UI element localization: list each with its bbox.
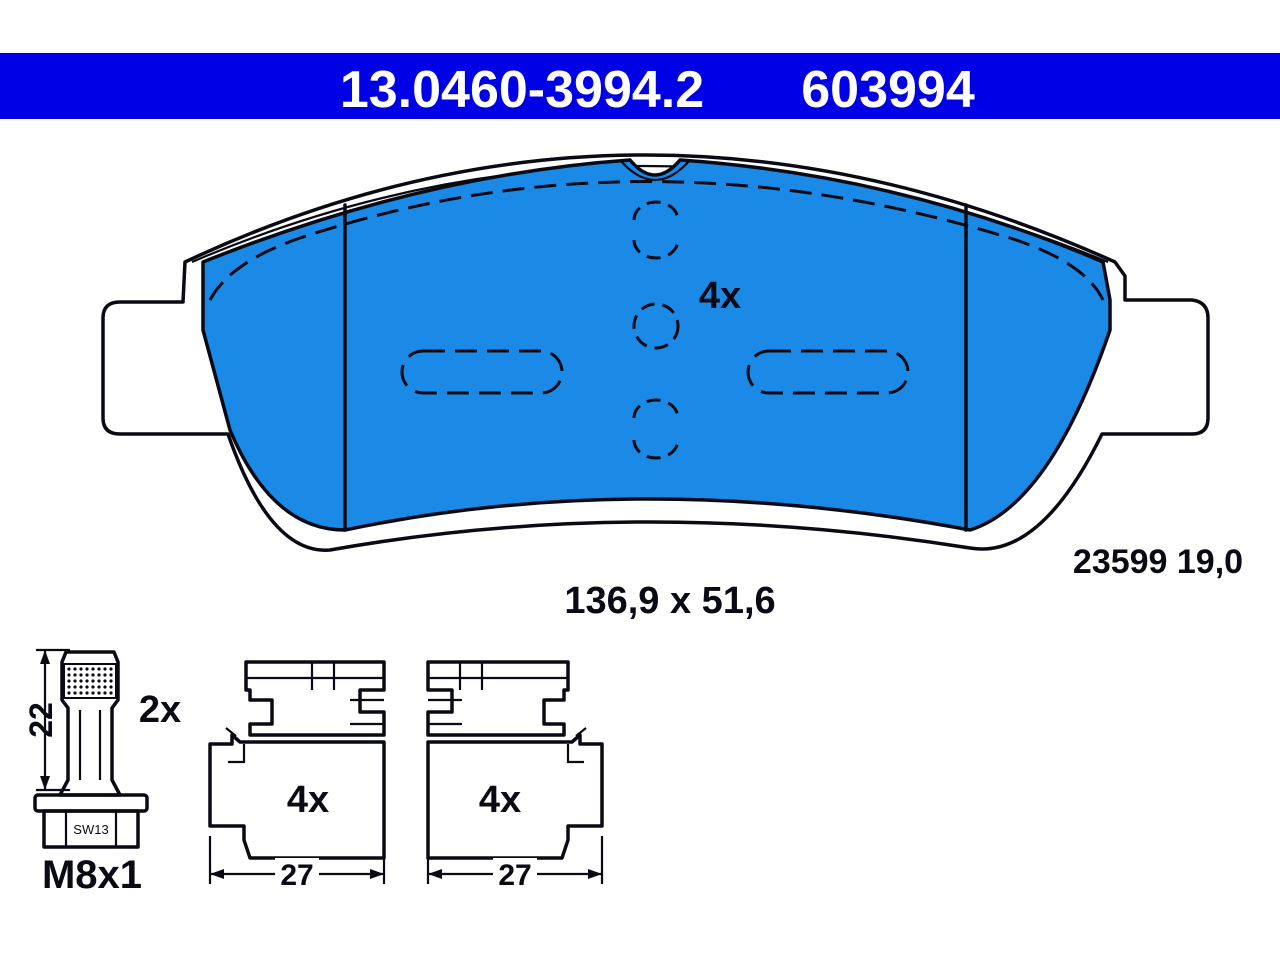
clip-right: 27 4x xyxy=(426,660,604,892)
bolt-wrench-size-label: SW13 xyxy=(73,822,108,837)
bolt: 22 SW13 2x M8x1 xyxy=(23,648,181,897)
backing-plate xyxy=(101,153,1210,552)
clip-right-quantity-label: 4x xyxy=(479,779,521,821)
bolt-quantity-label: 2x xyxy=(139,689,181,731)
friction-lining xyxy=(201,158,1112,532)
pad-quantity-label: 4x xyxy=(699,275,741,317)
clip-left: 27 4x xyxy=(208,660,386,892)
clip-right-width-label: 27 xyxy=(498,859,531,892)
bolt-thread-label: M8x1 xyxy=(42,853,142,897)
clip-left-quantity-label: 4x xyxy=(287,779,329,821)
pad-reference-label: 23599 19,0 xyxy=(1073,543,1243,581)
article-number: 603994 xyxy=(801,61,975,119)
bolt-length-label: 22 xyxy=(23,702,59,738)
clip-left-width-label: 27 xyxy=(280,859,313,892)
pad-dimensions-label: 136,9 x 51,6 xyxy=(564,580,775,622)
part-number: 13.0460-3994.2 xyxy=(340,61,704,119)
brake-pad: 4x xyxy=(101,153,1210,552)
header-band xyxy=(0,53,1280,119)
